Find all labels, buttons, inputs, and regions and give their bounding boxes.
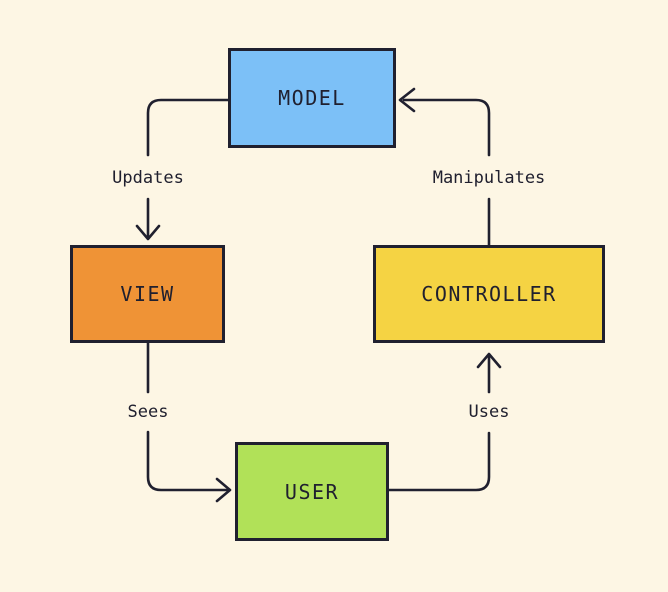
node-model: MODEL [228, 48, 396, 148]
arrowhead-up-icon [476, 352, 502, 369]
node-user: USER [235, 442, 389, 541]
edge-label-updates: Updates [112, 168, 184, 188]
node-controller: CONTROLLER [373, 245, 605, 343]
arrow-user-to-controller [387, 352, 502, 492]
node-view: VIEW [70, 245, 225, 343]
arrowhead-right-icon [215, 477, 232, 503]
edge-label-manipulates: Manipulates [432, 168, 546, 188]
arrow-view-to-user [146, 341, 232, 503]
edge-label-uses: Uses [468, 402, 510, 422]
node-model-label: MODEL [278, 86, 346, 110]
arrowhead-left-icon [398, 87, 416, 113]
node-user-label: USER [284, 479, 340, 504]
arrowhead-down-icon [135, 224, 161, 241]
node-controller-label: CONTROLLER [421, 282, 557, 306]
arrow-controller-to-model [398, 87, 491, 247]
node-view-label: VIEW [120, 282, 175, 306]
edge-label-sees: Sees [127, 402, 169, 422]
